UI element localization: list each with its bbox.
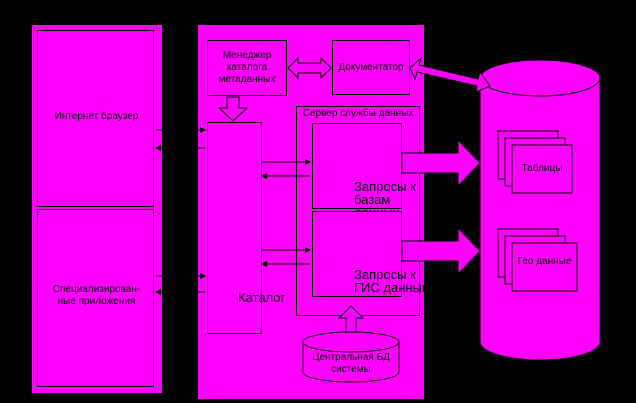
catalog-box: [207, 122, 262, 334]
central-db-up-arrow: [337, 305, 365, 333]
gis-query-box: [312, 211, 402, 297]
tables-label: Таблицы: [521, 163, 563, 174]
metadata-manager-box: Менеджер каталога метаданных: [207, 40, 287, 96]
documentator-label: Документатор: [338, 62, 404, 73]
metadata-manager-label: Менеджер каталога метаданных: [218, 50, 276, 85]
geodata-label: Гео данные: [517, 256, 572, 267]
data-service-label: Сервер службы данных: [302, 108, 414, 119]
central-db-label: Центральная БД системы: [312, 352, 390, 375]
tables-arrow: [401, 138, 481, 188]
catalog-label: Каталог: [238, 290, 286, 305]
browser-label: Интернет браузер: [54, 111, 139, 122]
metadata-doc-arrow: [287, 56, 332, 80]
documentator-box: Документатор: [332, 40, 410, 95]
gis-query-label: Запросы к ГИС данным: [354, 267, 431, 295]
db-query-box: [312, 123, 402, 209]
geodata-arrow: [401, 226, 481, 276]
apps-box: Специализирован-ные приложения: [37, 209, 154, 387]
metadata-down-arrow: [217, 96, 249, 122]
doc-storage-arrow: [409, 56, 491, 93]
apps-label: Специализирован-ные приложения: [52, 284, 141, 307]
browser-box: Интернет браузер: [37, 30, 154, 207]
